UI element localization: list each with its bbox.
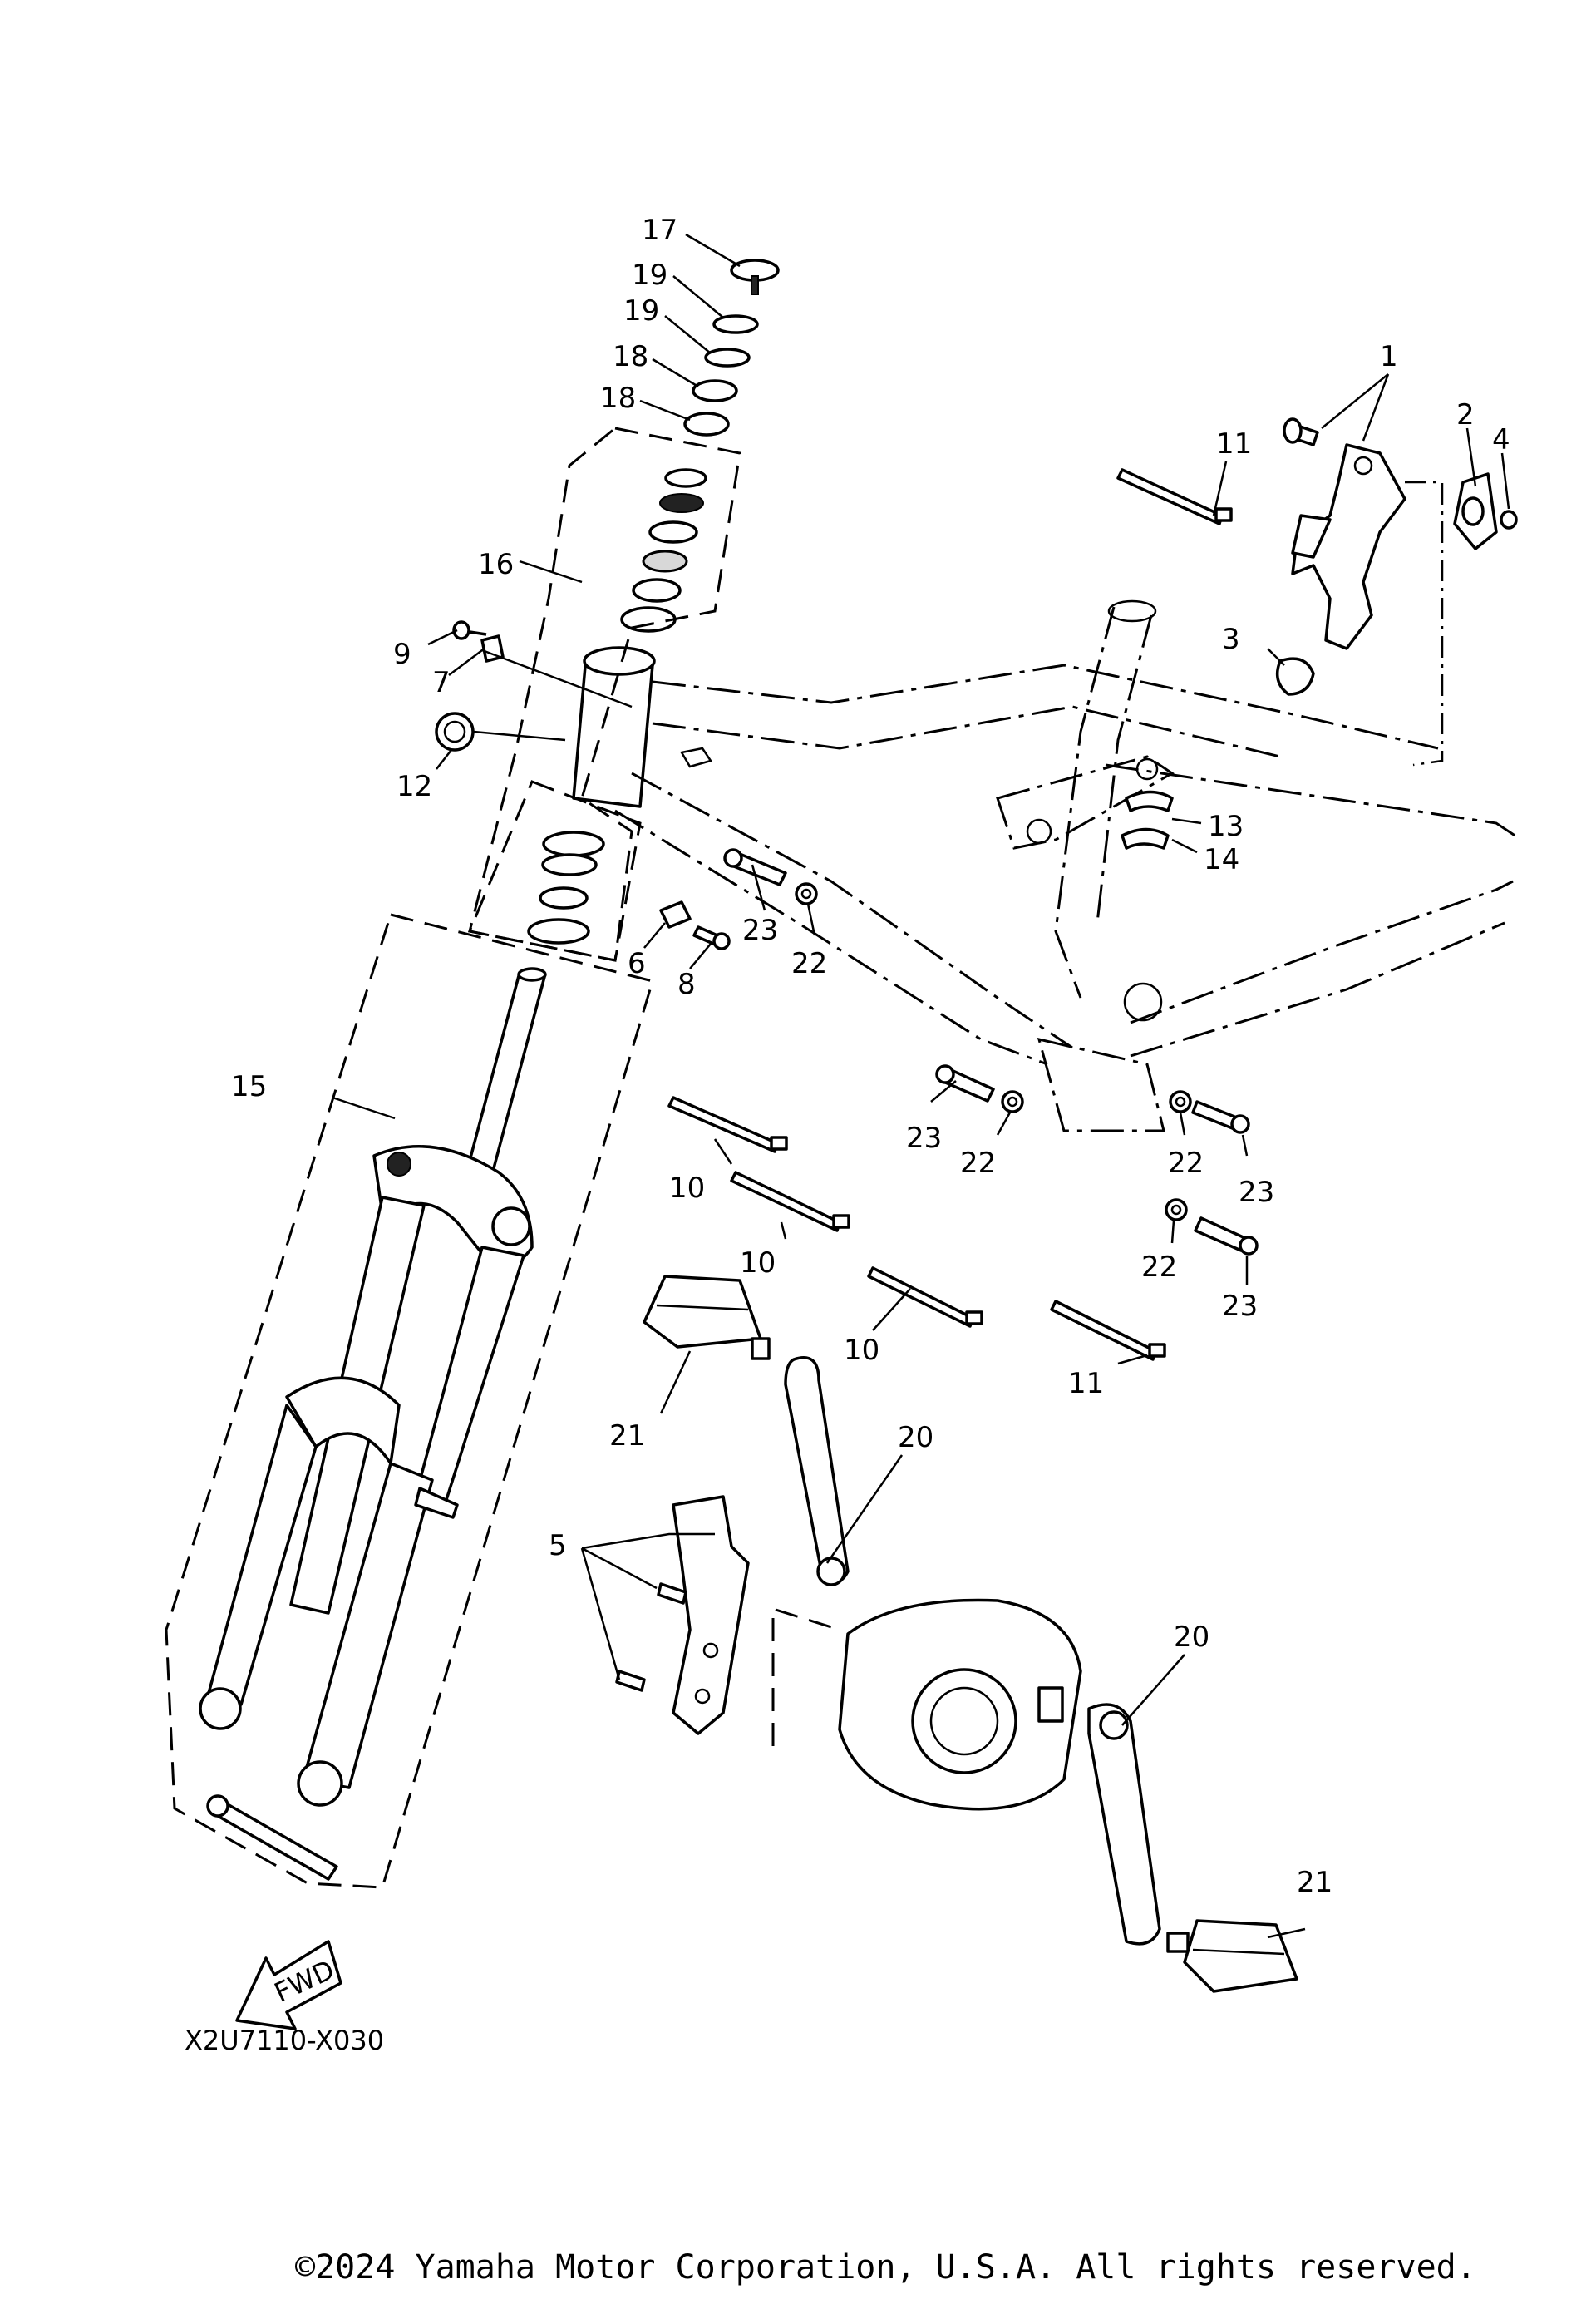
callout-6: 6: [628, 947, 646, 980]
headset-parts: [527, 259, 780, 945]
callout-12: 12: [397, 770, 432, 803]
callout-10-b: 10: [740, 1246, 776, 1280]
callout-labels: 1 2 3 4 5 6 7 8 9 10 10 10 11 11 12 13 1…: [231, 214, 1510, 1899]
callout-23-a: 23: [742, 914, 778, 947]
callout-23-c: 23: [1239, 1176, 1274, 1209]
callout-1: 1: [1380, 340, 1398, 373]
callout-3: 3: [1222, 623, 1240, 656]
fork-group-outline: [165, 913, 654, 1889]
callout-22-b: 22: [960, 1147, 996, 1180]
callout-10-c: 10: [844, 1334, 879, 1367]
callout-11-a: 11: [1216, 427, 1252, 461]
callout-10-a: 10: [669, 1172, 705, 1205]
bike-frame: [572, 599, 1522, 1132]
callout-4: 4: [1492, 423, 1510, 456]
callout-15: 15: [231, 1070, 267, 1103]
callout-22-d: 22: [1141, 1251, 1177, 1284]
diagram-code: X2U7110-X030: [185, 2025, 384, 2056]
callout-17: 17: [642, 214, 677, 247]
fwd-arrow: FWD: [235, 1940, 342, 2030]
callout-5: 5: [549, 1529, 567, 1562]
callout-20-b: 20: [1174, 1621, 1209, 1654]
callout-8: 8: [677, 968, 696, 1001]
callout-22-a: 22: [791, 947, 827, 980]
callout-16: 16: [478, 548, 514, 581]
leader-lines: [332, 233, 1510, 1939]
callout-7: 7: [432, 666, 451, 699]
callout-18-b: 18: [600, 382, 636, 415]
misc-small-parts: [435, 468, 1259, 1361]
callout-21-b: 21: [1297, 1866, 1332, 1899]
headset-group-outline: [468, 427, 741, 962]
derailleur-parts: [1275, 417, 1518, 767]
callout-21-a: 21: [609, 1419, 645, 1453]
callout-14: 14: [1204, 843, 1239, 876]
callout-19-b: 19: [623, 294, 659, 328]
callout-19-a: 19: [632, 259, 667, 292]
suspension-fork: [199, 967, 547, 1881]
drive-parts: [615, 1275, 1298, 1993]
callout-20-a: 20: [898, 1421, 933, 1454]
callout-23-b: 23: [906, 1122, 942, 1155]
callout-22-c: 22: [1168, 1147, 1204, 1180]
lower-headset-outline: [467, 780, 642, 962]
callout-2: 2: [1456, 398, 1475, 432]
callout-11-b: 11: [1068, 1367, 1104, 1400]
callout-23-d: 23: [1222, 1290, 1258, 1323]
copyright-text: ©2024 Yamaha Motor Corporation, U.S.A. A…: [295, 2248, 1476, 2287]
callout-9: 9: [393, 638, 411, 671]
callout-13: 13: [1208, 810, 1244, 843]
callout-18-a: 18: [613, 340, 648, 373]
